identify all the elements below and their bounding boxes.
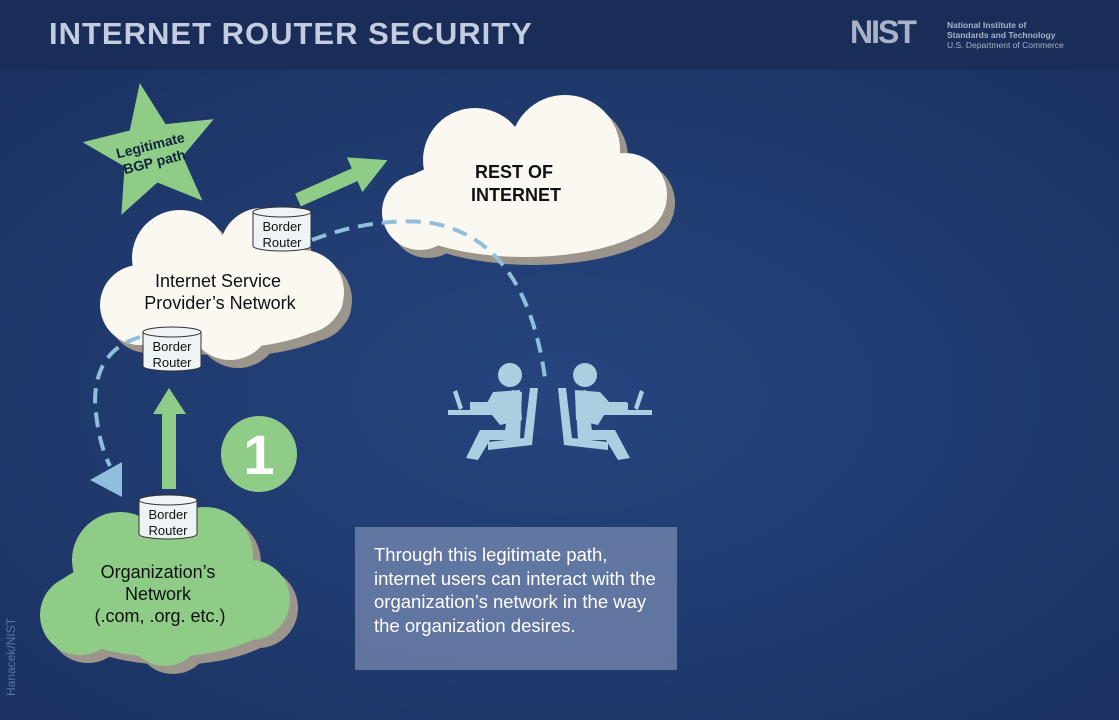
dashed-path-to-org	[92, 335, 141, 467]
org-line-3: U.S. Department of Commerce	[947, 40, 1064, 50]
arrow-to-internet	[295, 157, 388, 207]
internet-users-icon	[448, 363, 652, 460]
dashed-arrowhead	[90, 462, 122, 497]
arrow-up-to-isp	[153, 388, 186, 489]
user-left-icon	[448, 363, 538, 460]
org-line-1: National Institute of	[947, 20, 1027, 30]
star-badge	[82, 83, 214, 215]
step-number-badge	[221, 416, 297, 492]
step-number: 1	[243, 423, 274, 486]
org-line-2: Standards and Technology	[947, 30, 1056, 40]
image-credit: Hanacek/NIST	[4, 617, 18, 696]
dashed-path-to-users	[311, 219, 547, 379]
user-right-icon	[558, 363, 652, 460]
nist-wordmark: NIST	[850, 14, 917, 50]
header-bar: INTERNET ROUTER SECURITY NIST National I…	[0, 0, 1119, 70]
description-box: Through this legitimate path, internet u…	[355, 527, 677, 670]
page-title: INTERNET ROUTER SECURITY	[49, 16, 533, 51]
